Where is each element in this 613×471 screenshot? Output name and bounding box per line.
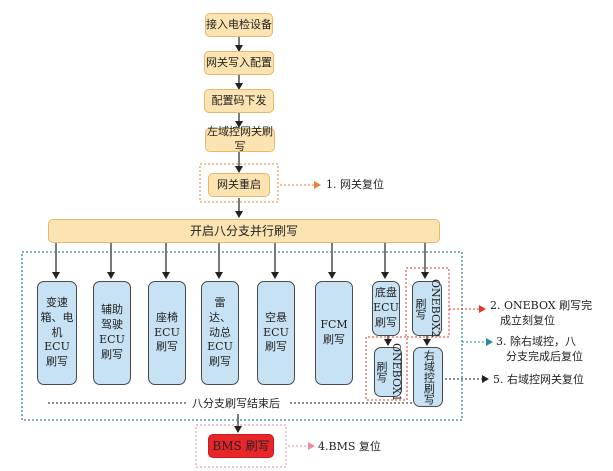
note-line: 分支完成后复位 bbox=[506, 350, 583, 364]
node-gateway-restart: 网关重启 bbox=[208, 173, 270, 197]
branch-gearbox: 变速箱、电机ECU刷写 bbox=[37, 281, 77, 385]
node-left-domain-flash: 左域控网关刷写 bbox=[205, 125, 275, 153]
branch-seat: 座椅ECU刷写 bbox=[148, 281, 186, 385]
onebox-group bbox=[365, 336, 408, 401]
note-gateway-reset: 1. 网关复位 bbox=[326, 178, 384, 191]
branch-radar: 雷达、动总ECU刷写 bbox=[201, 281, 239, 385]
note-line: 成立刻复位 bbox=[500, 314, 555, 328]
branch-right-domain: 右域控刷写 bbox=[413, 347, 443, 407]
parallel-branch-container bbox=[21, 251, 463, 421]
branch-fcm: FCM刷写 bbox=[315, 281, 353, 385]
branch-onebox1: ONEBOX1刷写 bbox=[374, 342, 403, 402]
note-right-domain-reset: 5. 右域控网关复位 bbox=[493, 373, 584, 386]
note-line: 3. 除右域控，八 bbox=[496, 335, 576, 348]
note-line: 2. ONEBOX 刷写完 bbox=[490, 299, 593, 312]
branch-suspension: 空悬ECU刷写 bbox=[257, 281, 295, 385]
node-bms-flash: BMS 刷写 bbox=[208, 434, 274, 458]
note-onebox-reset: 2. ONEBOX 刷写完 成立刻复位 bbox=[490, 298, 592, 329]
branch-chassis: 底盘ECU刷写 bbox=[372, 281, 400, 336]
gateway-restart-group bbox=[199, 163, 279, 203]
note-bms-reset: 4.BMS 复位 bbox=[318, 440, 381, 453]
branch-end-label: 八分支刷写结束后 bbox=[192, 397, 280, 410]
node-gateway-config: 网关写入配置 bbox=[204, 51, 274, 75]
onebox2-group bbox=[405, 267, 450, 338]
node-connect: 接入电检设备 bbox=[205, 13, 273, 37]
note-branch-reset: 3. 除右域控，八 分支完成后复位 bbox=[496, 334, 583, 365]
bms-group bbox=[195, 424, 287, 468]
branch-bar: 开启八分支并行刷写 bbox=[48, 219, 440, 243]
branch-onebox2: ONEBOX2刷写 bbox=[412, 279, 442, 338]
node-config-code: 配置码下发 bbox=[204, 89, 274, 113]
branch-adas: 辅助驾驶ECU刷写 bbox=[93, 281, 131, 385]
